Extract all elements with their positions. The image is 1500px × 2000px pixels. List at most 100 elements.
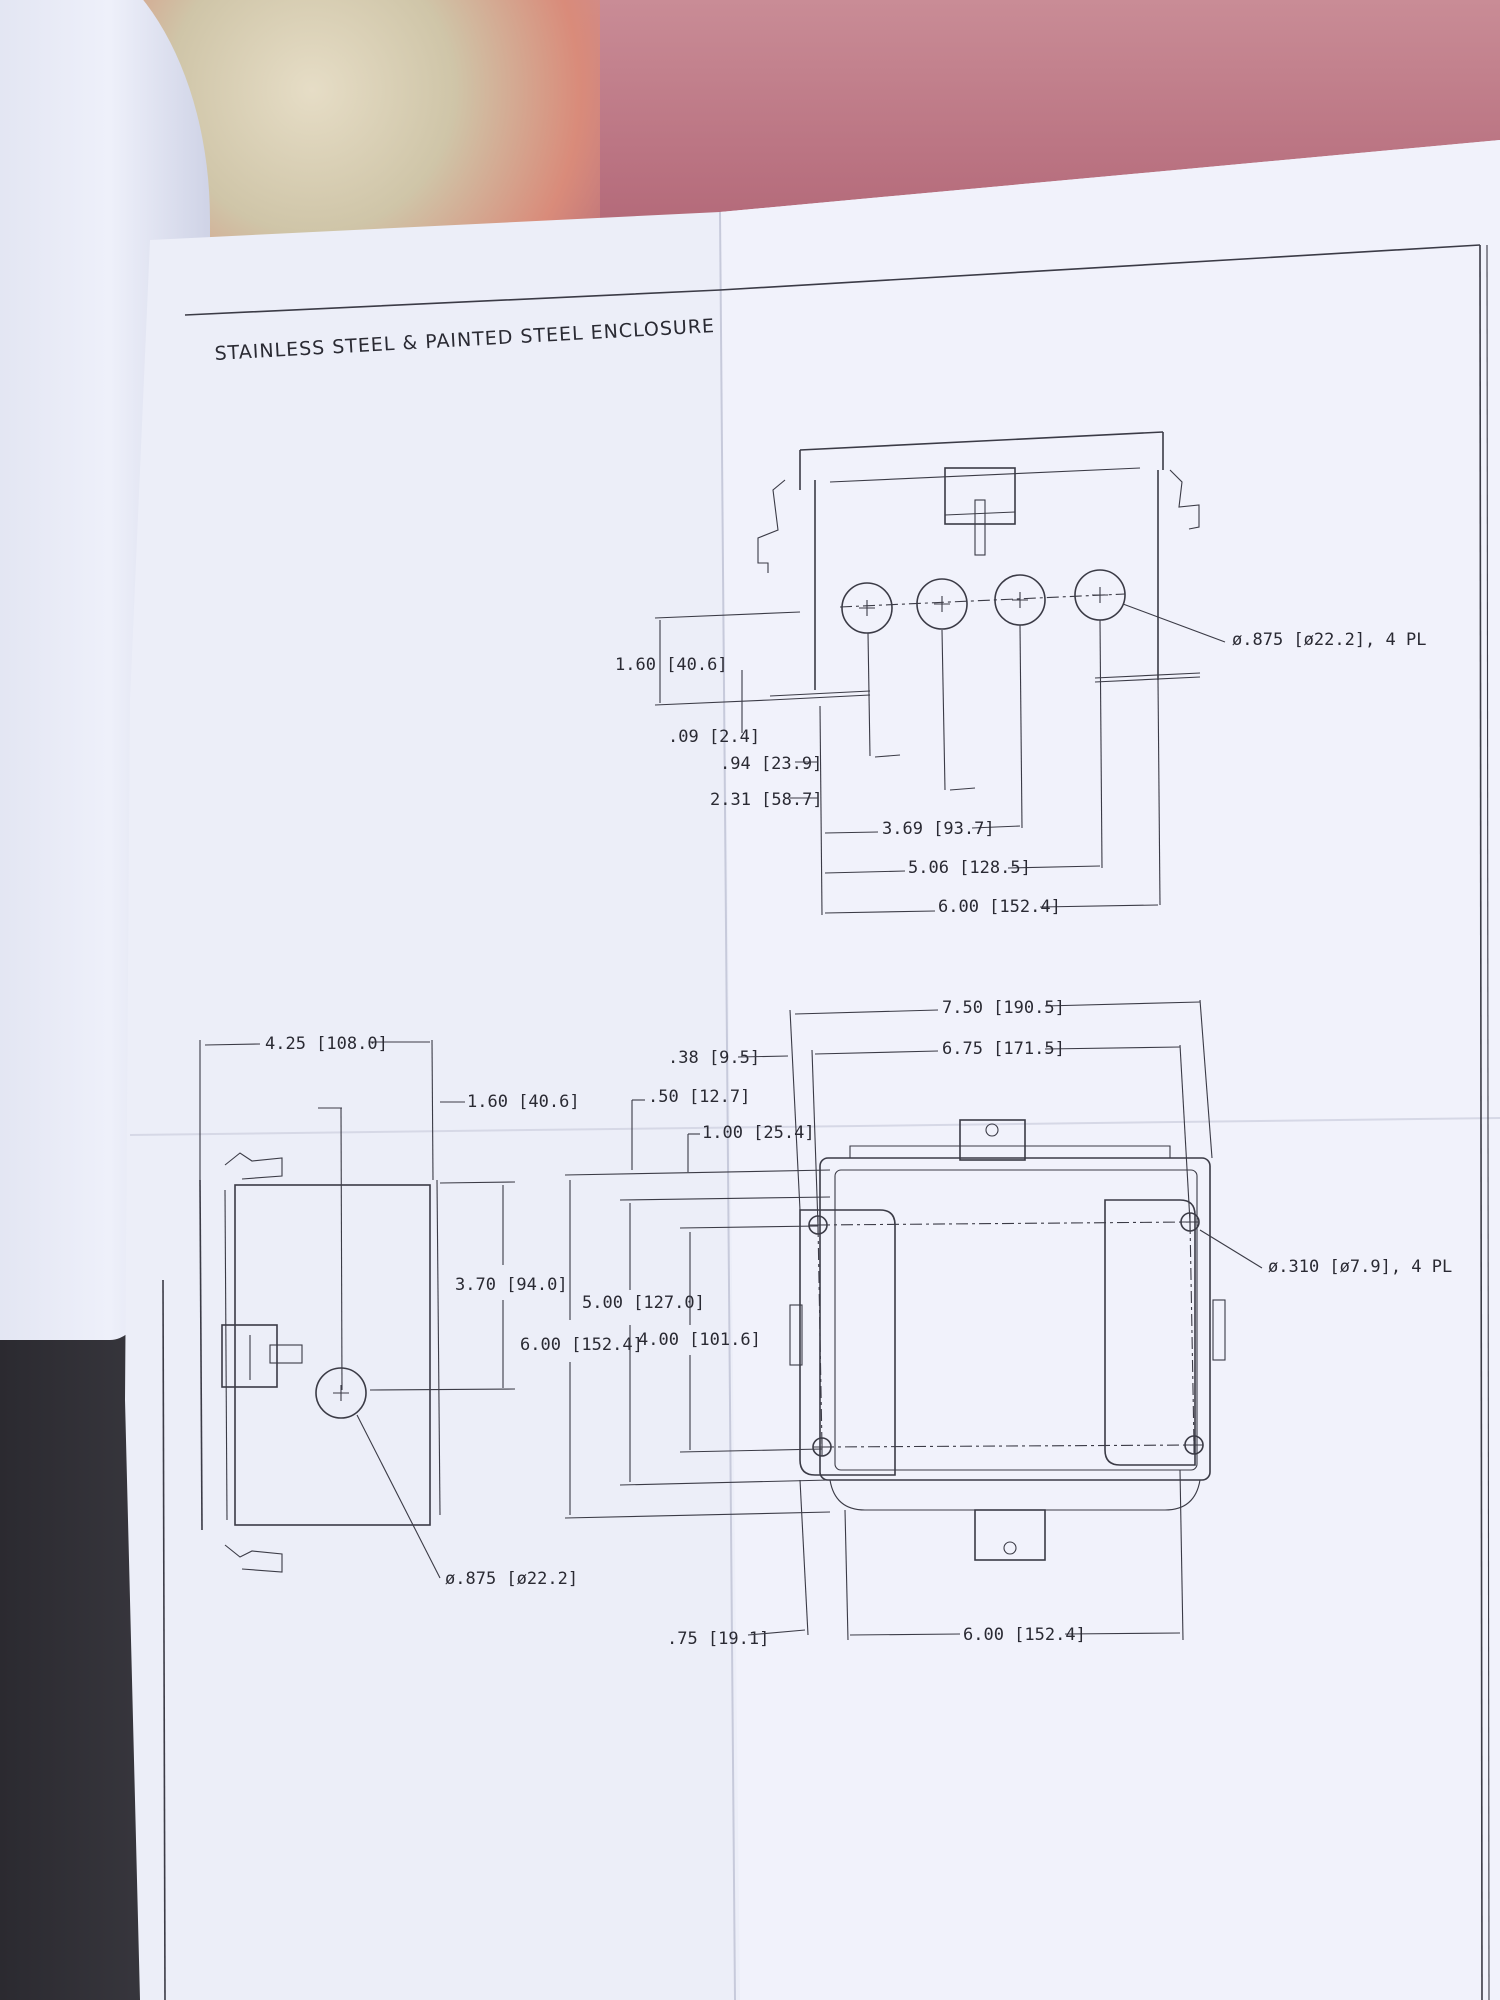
top-view-right-clip (1169, 469, 1200, 530)
ext-side-right (431, 1039, 434, 1181)
dim-600w: 6.00 [152.4] (963, 1625, 1086, 1645)
dim-line-675-b (1044, 1046, 1181, 1050)
ext-front-bottom-2 (619, 1479, 831, 1486)
ext-front-top-3 (679, 1225, 819, 1229)
top-view-lid-edge (799, 431, 1164, 451)
side-view-hole-center (333, 1385, 349, 1401)
front-view-centerline-right (1189, 1221, 1195, 1446)
knockout-hole-1 (841, 582, 893, 634)
front-view: ø.310 [ø7.9], 4 PL 7.50 [190.5] 6.75 [17… (520, 998, 1452, 1649)
front-view-top-tab-hole (985, 1123, 999, 1137)
front-view-bottom-tab-hole (1003, 1541, 1017, 1555)
paper-right-panel (720, 140, 1500, 2000)
ext-hole-3 (1019, 624, 1023, 829)
front-view-left-hinge (789, 1304, 803, 1366)
hole-center-marks (859, 587, 1108, 616)
ext-line-bottom (654, 699, 771, 706)
front-view-top-tab (959, 1119, 1026, 1161)
top-view-lid-inner (829, 467, 1141, 483)
dim-425: 4.25 [108.0] (265, 1034, 388, 1054)
knockout-hole-2 (916, 578, 968, 630)
dim-100: 1.00 [25.4] (702, 1123, 815, 1143)
dim-line-506-a (824, 870, 906, 874)
arrow-038 (737, 1055, 789, 1058)
side-view-hole (315, 1367, 367, 1419)
dim-line-600w-a (849, 1633, 961, 1636)
border-right (1479, 244, 1483, 2000)
wall-edge-left (769, 694, 871, 701)
ext-front-bottom-right (1179, 1469, 1184, 1641)
callout-mount-hole: ø.310 [ø7.9], 4 PL (1268, 1257, 1452, 1277)
front-view-body-inner (834, 1169, 1198, 1471)
front-view-bottom-lip (829, 1479, 1201, 1511)
dim-line-750-a (794, 1009, 939, 1015)
top-view-latch (944, 467, 1016, 525)
tick-231 (949, 787, 976, 791)
vertical-fold (719, 211, 736, 2000)
wall-edge-right (1094, 676, 1201, 683)
dim-231: 2.31 [58.7] (710, 790, 823, 810)
dim-line-750-b (1044, 1001, 1201, 1007)
dim-line-425-a (204, 1043, 261, 1046)
front-view-right-flange (1104, 1199, 1196, 1466)
border-right-inner (1486, 244, 1490, 2000)
ext-hole-2 (941, 629, 946, 791)
front-view-right-hinge (1212, 1299, 1226, 1361)
top-view-latch-line (944, 511, 1016, 516)
dim-600h: 6.00 [152.4] (520, 1335, 643, 1355)
dim-line-600-b (1039, 904, 1159, 908)
side-view-bottom-clip (224, 1544, 283, 1573)
dim-094: .94 [23.9] (720, 754, 822, 774)
leader-mount-hole (1199, 1229, 1263, 1269)
leader-hole-callout (1122, 603, 1226, 643)
side-view-hole-vertical-centerline (340, 1107, 343, 1391)
front-view-top-lip (849, 1145, 1171, 1158)
border-top (184, 244, 1481, 316)
side-view-top-clip (224, 1152, 283, 1180)
callout-hole-side: ø.875 [ø22.2] (445, 1569, 578, 1589)
dim-050: .50 [12.7] (648, 1087, 750, 1107)
side-view-back-plate (199, 1179, 203, 1531)
leader-side-hole (356, 1414, 441, 1579)
dim-line-600w-b (1064, 1632, 1181, 1635)
ext-front-left (789, 1009, 801, 1211)
callout-hole-top: ø.875 [ø22.2], 4 PL (1232, 630, 1426, 650)
top-view-latch-pin (974, 499, 986, 556)
ext-front-bottom-1 (564, 1511, 831, 1519)
dim-370: 3.70 [94.0] (455, 1275, 568, 1295)
ext-hole-1 (867, 632, 871, 757)
ext-front-bottom-3 (679, 1448, 823, 1453)
top-view-left-clip (757, 479, 786, 573)
ext-front-top-2 (619, 1196, 831, 1201)
side-view-body (234, 1184, 431, 1526)
hole-centerline (839, 593, 1126, 608)
ext-left-base (819, 705, 823, 916)
dim-line-369-b (971, 825, 1021, 829)
side-view-latch-screw (269, 1344, 303, 1364)
side-view: 4.25 [108.0] 1.60 [40.6] 3.70 [94.0] ø.8… (199, 1034, 580, 1589)
dim-506: 5.06 [128.5] (908, 858, 1031, 878)
ext-front-mount-left (811, 1049, 819, 1226)
ext-side-hole (369, 1388, 516, 1391)
ext-front-bottom-mid (844, 1509, 849, 1641)
dim-09: .09 [2.4] (668, 727, 760, 747)
tick-094 (874, 754, 901, 758)
front-view-centerline-bottom (821, 1444, 1195, 1448)
dim-line-369-a (824, 831, 879, 834)
ext-side-top (439, 1181, 516, 1184)
arrow-075 (747, 1629, 806, 1636)
dim-160-side: 1.60 [40.6] (467, 1092, 580, 1112)
wall-edge-left-2 (769, 690, 871, 697)
ext-front-right (1199, 999, 1213, 1159)
dim-line-506-b (1007, 865, 1101, 869)
side-view-back-plate-2 (224, 1189, 228, 1521)
dim-line-600-a (824, 910, 936, 914)
dim-369: 3.69 [93.7] (882, 819, 995, 839)
dim-1-60-top: 1.60 [40.6] (615, 655, 728, 675)
dim-500: 5.00 [127.0] (582, 1293, 705, 1313)
dim-038: .38 [9.5] (668, 1048, 760, 1068)
front-view-left-flange (799, 1209, 896, 1476)
dim-600-top: 6.00 [152.4] (938, 897, 1061, 917)
